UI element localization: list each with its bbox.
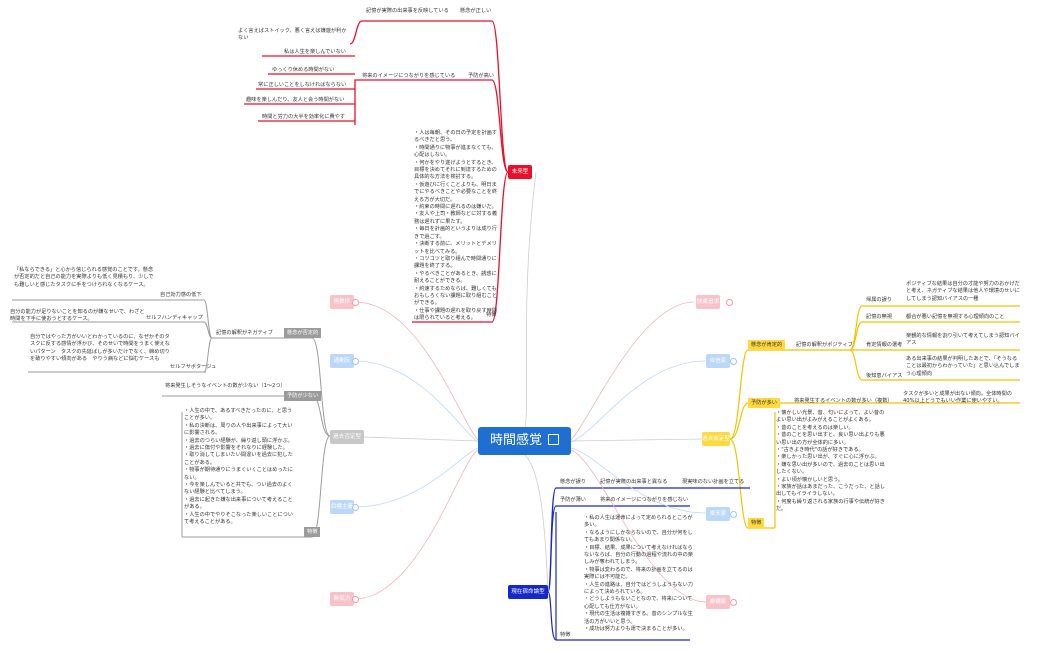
central-topic[interactable]: 時間感覚 xyxy=(478,427,571,455)
node-present-fatalism-label: 現在宿命論型 xyxy=(511,589,545,595)
node-pleasure-label: 快楽追求 xyxy=(696,299,720,305)
bottom-r1-b: 記憶が実際の出来事と異なる xyxy=(600,479,668,485)
node-expand-dot[interactable] xyxy=(352,299,359,306)
bottom-r1-a: 懸念が誤り xyxy=(560,479,586,485)
left-bias-label: 自己効力感の低下 xyxy=(160,292,202,298)
left-bias-text: 「私ならできる」と心から信じられる感覚のことです。懸念が否定的だと自己の能力を実… xyxy=(14,267,154,288)
node-future-label: 未来型 xyxy=(511,169,529,175)
future-traits-text: ・人は毎朝、その日の予定を計画するべきだと思う。 ・時間通りに物事が進まなくても… xyxy=(414,130,498,322)
left-traits-label: 特徴 xyxy=(304,527,321,537)
left-traits-text: ・人生の中で、あるすべきだったのに、と思うことが多い。 ・私の決断は、周りの人や… xyxy=(184,408,293,526)
right-memory-cond: 記憶の解釈がポジティブ xyxy=(796,342,853,348)
node-optimism[interactable]: 楽観家 xyxy=(706,595,730,609)
external-link-icon[interactable] xyxy=(548,434,559,445)
left-predict-tag: 予防が少ない xyxy=(284,391,322,401)
right-bias-label: 後知恵バイアス xyxy=(866,373,903,379)
right-traits-text: ・懐かしい光景、音、匂いによって、よい昔のよい思い出がよみがえることがよくある。… xyxy=(776,410,885,513)
bottom-r2-a: 予防が薄い xyxy=(560,497,586,503)
future-stoic-note: よく言えばストイック、悪く言えば嫌遊が利かない xyxy=(238,28,347,42)
node-confident-label: 自信家 xyxy=(709,358,727,364)
node-confident[interactable]: 自信家 xyxy=(706,354,730,368)
right-bias-text: 楽観的な情報を割り引いて考えてしまう認知バイアス xyxy=(906,333,1020,347)
left-memory-tag: 懸念が否定的 xyxy=(284,328,322,338)
left-bias-label: セルフハンディキャップ xyxy=(146,315,203,321)
node-expand-dot[interactable] xyxy=(730,511,737,518)
future-memory-cond: 記憶が実際の出来事を反映している xyxy=(366,8,449,14)
node-overreaction[interactable]: 過剰反 xyxy=(330,354,354,368)
node-pleasure[interactable]: 快楽追求 xyxy=(696,295,720,309)
future-self-item: 趣味を楽しんだり、友人と会う時間がない xyxy=(246,97,345,103)
node-expand-dot[interactable] xyxy=(352,358,359,365)
left-memory-cond: 記憶の解釈がネガティブ xyxy=(216,330,273,336)
right-traits-label: 特徴 xyxy=(748,518,765,528)
left-bias-text: 自分の能力が足りないことを知るのが嫌なせいで、わざと時間を下手に使おうとするケー… xyxy=(10,309,145,323)
future-self-item: ゆっくり休める時間がない xyxy=(272,67,335,73)
right-bias-text: ある出来事の結果が判明したあとで、「そうなることは最初からわかっていた」と思い込… xyxy=(906,356,1020,377)
node-expand-dot[interactable] xyxy=(726,299,733,306)
bottom-traits-text: ・私の人生は運命によって定められるところが多い。 ・なるようにしかならないので、… xyxy=(584,515,693,633)
node-optimism-label: 楽観家 xyxy=(709,599,727,605)
central-topic-title: 時間感覚 xyxy=(489,433,542,448)
node-past-positive[interactable]: 過去肯定型 xyxy=(702,432,730,446)
node-present-fatalism[interactable]: 現在宿命論型 xyxy=(508,585,548,599)
bottom-r1-c: 現実味のない計画を立てる xyxy=(682,479,745,485)
future-memory-tag: 懸念が正しい xyxy=(460,8,492,14)
node-expand-dot[interactable] xyxy=(352,596,359,603)
node-apathy-label: 無気力 xyxy=(333,596,351,602)
right-bias-text: ポジティブな結果は自分の才能や努力のおかげだと考え、ネガティブな結果は他人や環境… xyxy=(906,281,1020,302)
future-self-item: 常に正しいことをしなければならない xyxy=(258,82,347,88)
node-overreaction-label: 過剰反 xyxy=(333,358,351,364)
node-future[interactable]: 未来型 xyxy=(508,165,532,179)
left-bias-text: 自分ではやった方がいいとわかっているのに、なぜかそのタスクに反する感情が浮かび、… xyxy=(30,334,170,363)
future-predict-tag: 予防が高い xyxy=(468,73,494,79)
right-bias-label: 帰属の誤り xyxy=(866,297,892,303)
future-predict-cond: 将来のイメージにつながりを感じている xyxy=(362,73,456,79)
node-past-negative[interactable]: 過去否定型 xyxy=(330,430,364,444)
node-past-positive-label: 過去肯定型 xyxy=(702,436,730,442)
node-optimist[interactable]: 楽天家 xyxy=(706,507,730,521)
node-disorder[interactable]: 無秩序 xyxy=(330,295,354,309)
right-memory-tag: 懸念が肯定的 xyxy=(748,340,786,350)
right-bias-label: 肯定情報の選考 xyxy=(866,342,903,348)
node-past-negative-label: 過去否定型 xyxy=(333,434,361,440)
node-expand-dot[interactable] xyxy=(730,358,737,365)
future-self-item: 時間と労力の大半を効率化に費やす xyxy=(262,114,346,120)
right-bias-label: 記憶の無視 xyxy=(866,314,892,320)
node-expand-dot[interactable] xyxy=(730,599,737,606)
node-expand-dot[interactable] xyxy=(352,504,359,511)
left-bias-label: セルフサボタージュ xyxy=(170,364,217,370)
node-goal-oriented[interactable]: 目標主義 xyxy=(330,500,354,514)
right-predict-tag: 予防が多い xyxy=(748,398,780,408)
node-optimist-label: 楽天家 xyxy=(709,511,727,517)
node-disorder-label: 無秩序 xyxy=(333,299,351,305)
right-predict-cond: 将来発生するイベントの数が多い（複数） xyxy=(794,398,893,404)
node-apathy[interactable]: 無気力 xyxy=(330,592,354,606)
node-goal-oriented-label: 目標主義 xyxy=(330,504,354,510)
right-predict-text: タスクが多いと成果が出ない傾向。全体時間の40%以上どうでもいい作業に使いやすい… xyxy=(903,391,1012,405)
right-bias-text: 都合が悪い記憶を無視する心理傾向のこと xyxy=(906,314,1005,320)
bottom-traits-label: 特徴 xyxy=(560,632,571,638)
bottom-r2-b: 将来のイメージにつながりを感じない xyxy=(600,497,689,503)
left-predict-text: 将来発生しそうなイベントの数が少ない（1～2つ） xyxy=(165,383,286,389)
future-traits-label: 特徴 xyxy=(486,312,497,318)
future-self-item: 私は人生を楽しんでいない xyxy=(284,49,346,55)
